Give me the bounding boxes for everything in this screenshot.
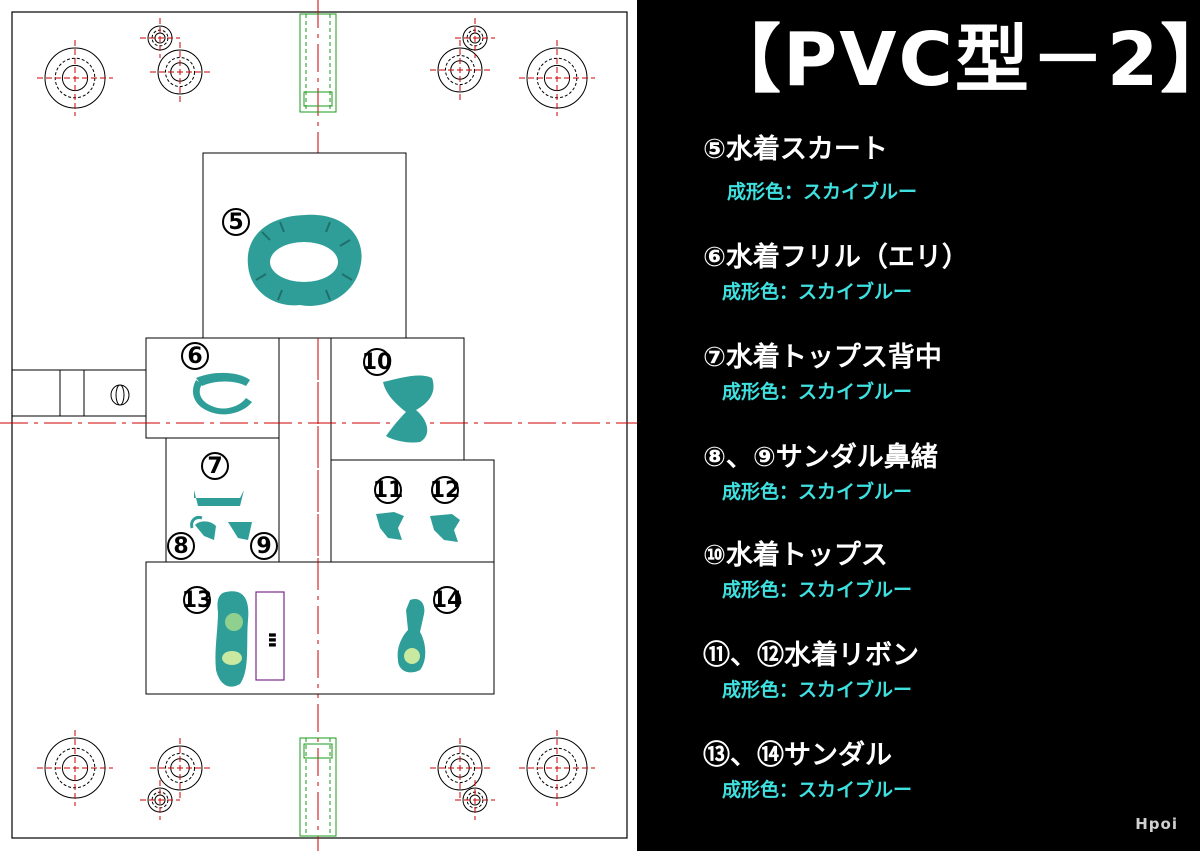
marker-label-12: 12 [430,478,461,503]
part-name-2: ⑥水着フリル（エリ） [703,242,969,273]
part-13-sandal: ▮▮▮ [215,591,285,687]
part-6-frill [192,372,252,415]
cavity-block-11-12 [330,459,495,563]
marker-label-9: 9 [256,534,271,559]
bolt-hole-9 [140,780,180,820]
marker-label-11: 11 [373,478,404,503]
part-color-label-2: 成形色：スカイブルー [722,281,913,303]
part-name-6: ⑪、⑫水着リボン [703,640,919,671]
marker-10: 10 [362,348,393,376]
marker-label-5: 5 [228,210,243,235]
part-7-back [194,490,244,506]
bolt-hole-11 [455,780,495,820]
marker-label-14: 14 [432,588,463,613]
part-name-5: ⑩水着トップス [703,540,888,571]
part-color-label-5: 成形色：スカイブルー [722,579,913,601]
part-name-7: ⑬、⑭サンダル [703,740,892,771]
legend-panel: 【PVC型－2】 ⑤水着スカート成形色：スカイブルー ⑥水着フリル（エリ） 成形色：… [637,0,1200,851]
marker-12: 12 [430,476,461,504]
marker-label-7: 7 [207,454,222,479]
bottom-sprue-bushing [299,737,337,837]
part-color-label-7: 成形色：スカイブルー [722,779,913,801]
marker-label-13: 13 [182,588,213,613]
part-name-1: ⑤水着スカート [703,134,888,165]
cavity-block-6 [145,337,280,439]
part-name-4: ⑧、⑨サンダル鼻緒 [703,442,938,473]
cavity-block-13-14 [145,561,495,695]
bolt-hole-12 [519,730,595,806]
marker-label-8: 8 [173,534,188,559]
part-color-label-3: 成形色：スカイブルー [722,381,913,403]
mold-title: 【PVC型－2】 [707,17,1200,103]
marker-11: 11 [373,476,404,504]
marker-8: 8 [167,532,195,560]
svg-text:▮▮▮: ▮▮▮ [267,633,277,648]
bolt-hole-4 [430,40,490,100]
part-color-label-6: 成形色：スカイブルー [722,679,913,701]
marker-7: 7 [201,452,229,480]
top-sprue-bushing [299,13,337,113]
marker-label-10: 10 [362,350,393,375]
bolt-hole-3 [140,18,180,58]
part-12-ribbon [430,514,460,542]
part-color-label-1: 成形色：スカイブルー [727,181,918,203]
mold-diagram-panel: ▮▮▮ 5 6 7 8 9 10 11 12 13 14 [0,0,637,851]
mold-layout-drawing: ▮▮▮ 5 6 7 8 9 10 11 12 13 14 [0,0,637,851]
mold-plate-outline [11,11,628,839]
watermark-credit: Hpoi [1135,815,1178,833]
part-name-3: ⑦水着トップス背中 [703,342,942,373]
marker-9: 9 [250,532,278,560]
part-11-ribbon [376,512,404,540]
marker-6: 6 [181,342,209,370]
bolt-hole-2 [150,42,210,102]
marker-14: 14 [432,586,463,614]
bolt-hole-1 [37,40,113,116]
bolt-hole-6 [519,40,595,116]
bolt-hole-5 [455,18,495,58]
marker-5: 5 [222,208,250,236]
bolt-hole-10 [430,738,490,798]
part-color-label-4: 成形色：スカイブルー [722,481,913,503]
part-14-sandal [397,598,426,673]
part-10-tops [383,375,434,443]
marker-label-6: 6 [187,344,202,369]
part-5-skirt [247,214,362,306]
bolt-hole-8 [150,738,210,798]
bolt-hole-7 [37,730,113,806]
marker-13: 13 [182,586,213,614]
part-8-9-straps [190,516,252,540]
